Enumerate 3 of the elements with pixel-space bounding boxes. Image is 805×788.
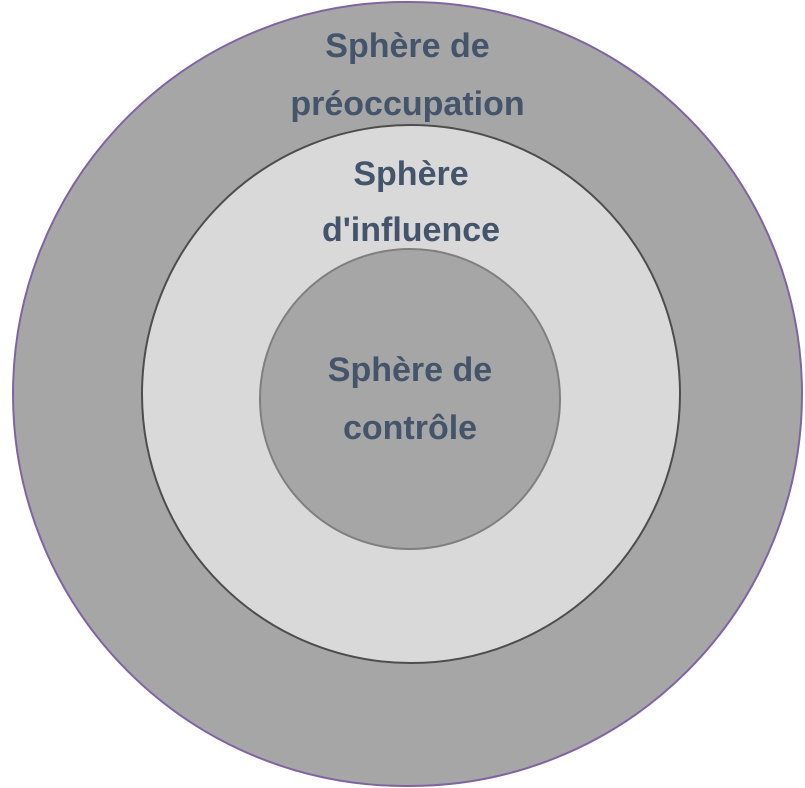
circle-label: Sphère de préoccupation xyxy=(289,26,526,125)
circle-label: Sphère de contrôle xyxy=(326,350,494,449)
circle-label: Sphère d'influence xyxy=(320,154,502,251)
